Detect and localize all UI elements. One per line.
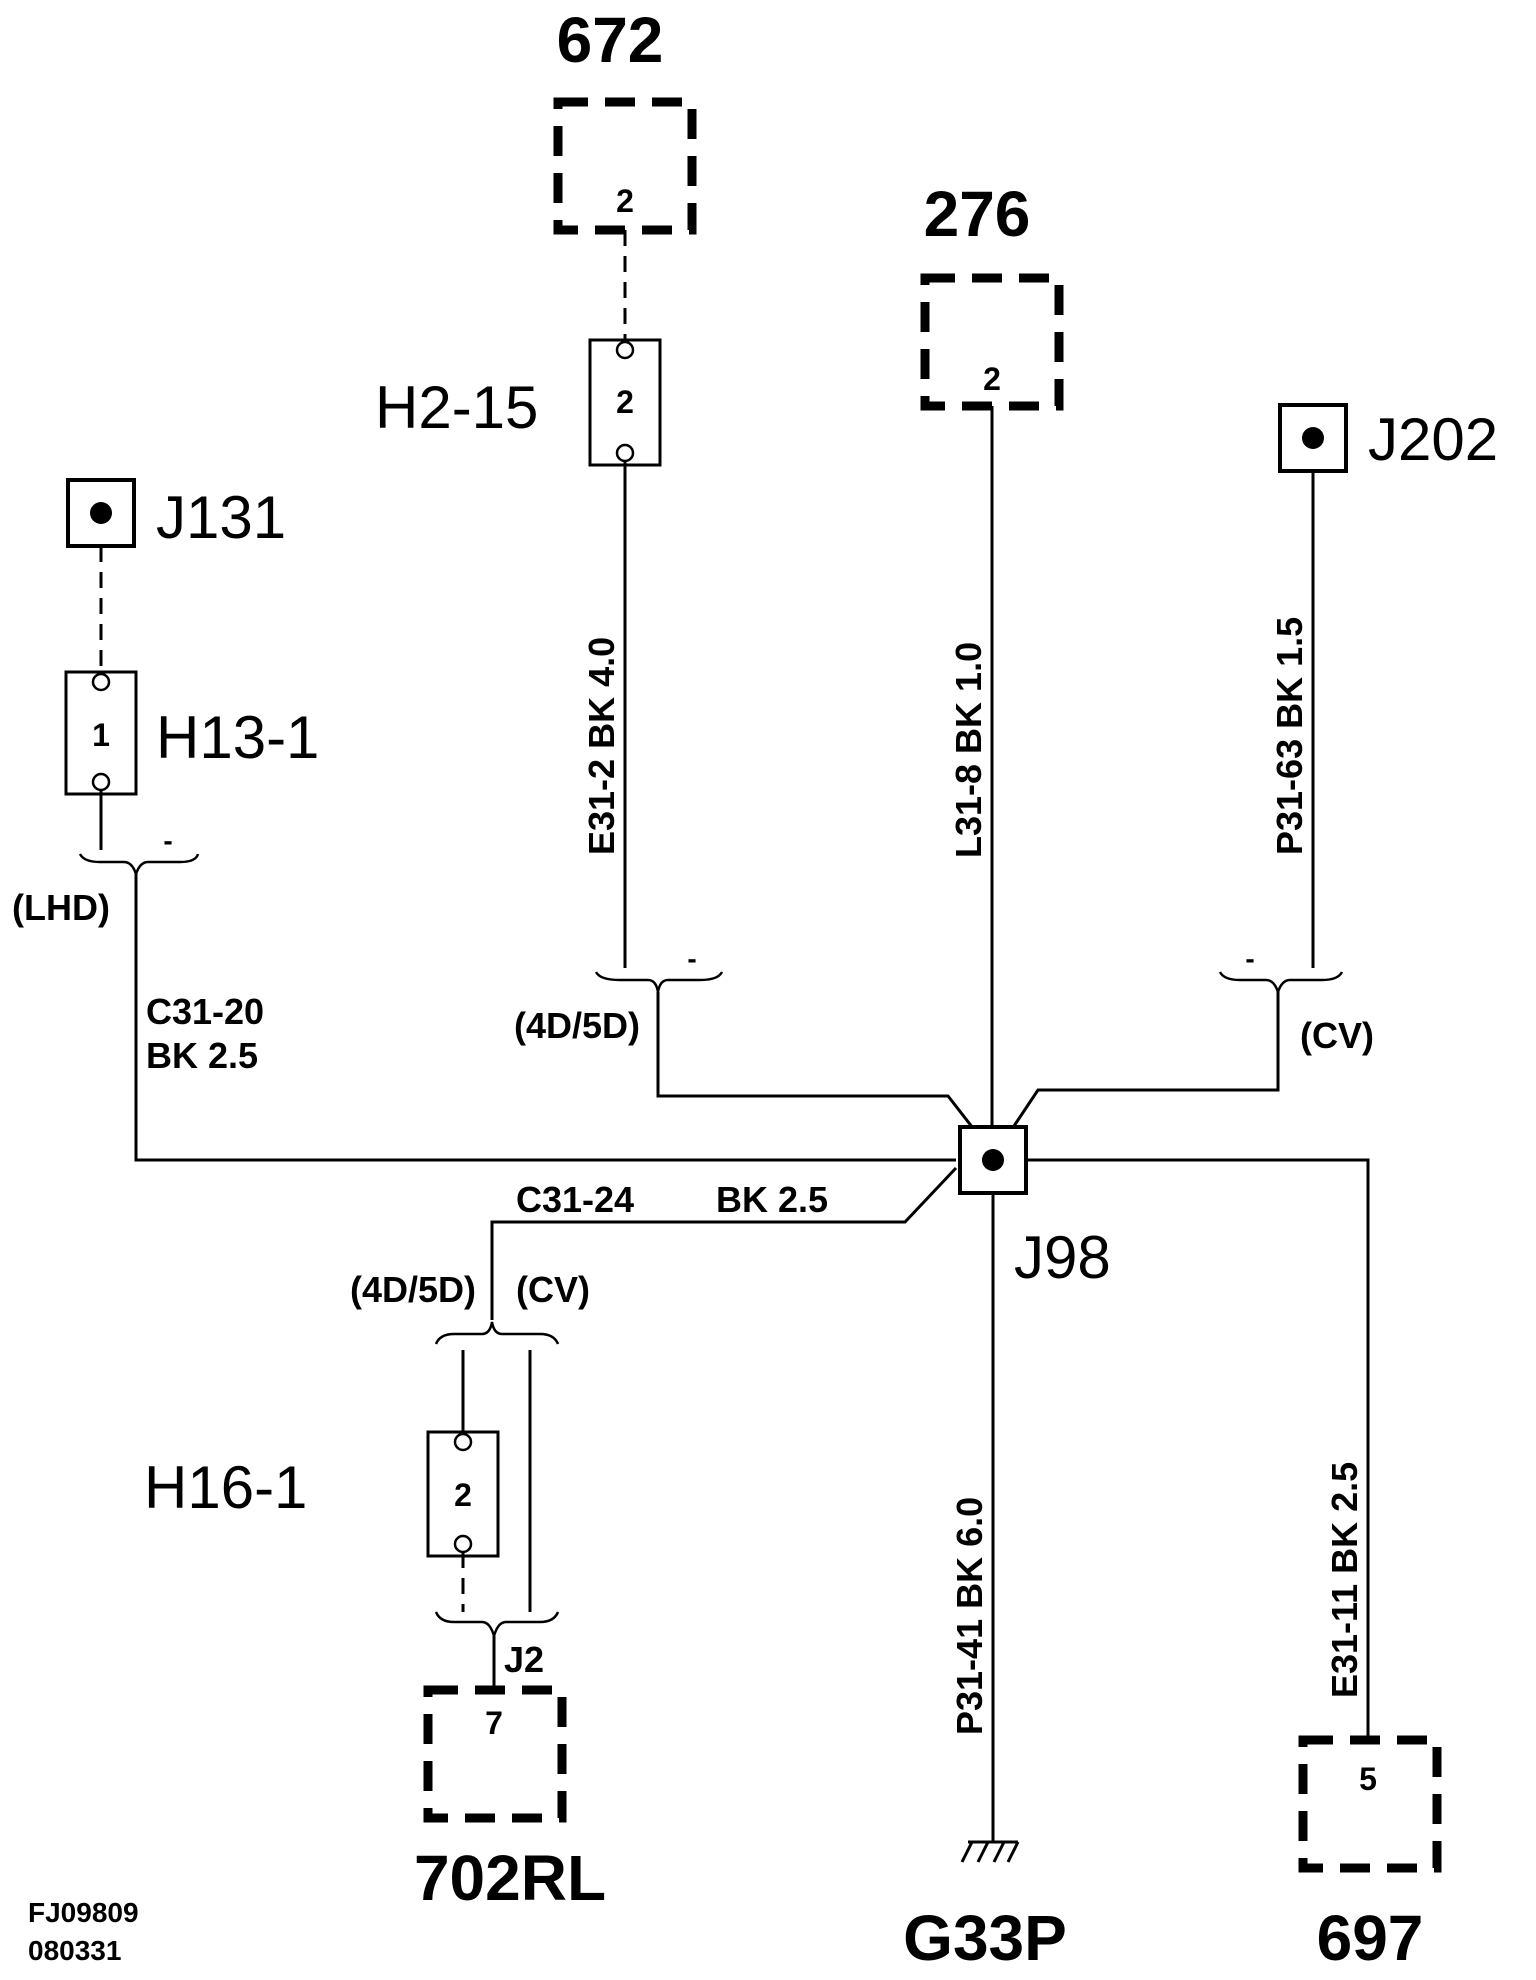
component-702rl-label: 702RL (414, 1842, 606, 1914)
splice-j98-label: J98 (1014, 1224, 1111, 1291)
footer-date: 080331 (28, 1935, 121, 1966)
splice-j202-dot (1302, 427, 1324, 449)
wire-e31-11 (1026, 1158, 1370, 1740)
splice-j98-dot (982, 1149, 1004, 1171)
connector-h2-15-pin: 2 (616, 384, 634, 420)
option-tick-left: - (163, 825, 172, 856)
component-672-pin: 2 (616, 183, 634, 219)
wire-c31-20 (134, 874, 956, 1162)
connector-h16-1-pin-bottom (453, 1534, 473, 1554)
component-702rl: 7 702RL (414, 1685, 606, 1914)
component-276-label: 276 (924, 178, 1031, 250)
component-672-label: 672 (557, 4, 664, 76)
option-cv-bottom-label: (CV) (516, 1269, 590, 1310)
component-702rl-pin: 7 (485, 1705, 503, 1741)
wire-c31-24 (490, 1166, 958, 1320)
wire-p31-63-label: P31-63 BK 1.5 (1269, 617, 1310, 855)
connector-h16-1: H16-1 2 (144, 1430, 500, 1558)
component-672: 672 2 (553, 4, 697, 235)
splice-j202: J202 (1278, 403, 1498, 473)
option-lhd-label: (LHD) (12, 887, 110, 928)
connector-h16-1-pin-top (453, 1432, 473, 1452)
option-4d5d-bottom-label: (4D/5D) (350, 1269, 476, 1310)
ground-tick-3 (992, 1841, 1006, 1863)
connector-h16-1-pin: 2 (454, 1477, 472, 1513)
component-697: 5 697 (1298, 1735, 1442, 1974)
option-tick-top-mid: - (687, 943, 696, 974)
wire-c31-24-spec: BK 2.5 (716, 1179, 828, 1220)
ground-tick-1 (960, 1841, 974, 1863)
component-276: 276 2 (920, 178, 1064, 411)
connector-h13-1: 1 H13-1 (64, 670, 319, 796)
option-brace-cv-top (1218, 971, 1344, 996)
splice-j131-label: J131 (156, 484, 286, 551)
splice-j202-box (1278, 403, 1348, 473)
ground-symbol (960, 1840, 1020, 1863)
component-697-pin: 5 (1359, 1761, 1377, 1797)
component-702rl-box (423, 1685, 567, 1823)
wire-4d5d-to-j98 (656, 992, 992, 1151)
option-cv-top-label: (CV) (1300, 1015, 1374, 1056)
option-brace-j2 (434, 1611, 560, 1641)
connector-h13-1-pin-top (91, 672, 111, 692)
ground-tick-2 (976, 1841, 990, 1863)
connector-h2-15: H2-15 2 (375, 338, 662, 467)
option-4d5d-top-label: (4D/5D) (514, 1005, 640, 1046)
footer-code: FJ09809 (28, 1897, 139, 1928)
wire-e31-11-label: E31-11 BK 2.5 (1324, 1462, 1365, 1698)
component-276-pin: 2 (983, 361, 1001, 397)
wire-p31-41-label: P31-41 BK 6.0 (949, 1497, 990, 1735)
option-brace-bottom (434, 1321, 560, 1345)
component-697-label: 697 (1317, 1902, 1424, 1974)
connector-h13-1-label: H13-1 (156, 704, 319, 771)
wire-cv-to-j98 (996, 992, 1280, 1151)
connector-h13-1-pin: 1 (92, 717, 110, 753)
splice-j131: J131 (66, 478, 286, 551)
ground-tick-4 (1006, 1841, 1020, 1863)
component-697-box (1298, 1735, 1442, 1873)
splice-j202-label: J202 (1368, 406, 1498, 473)
connector-h2-15-housing (588, 338, 662, 467)
option-tick-top-right: - (1245, 943, 1254, 974)
connector-h2-15-label: H2-15 (375, 374, 538, 441)
ground-label: G33P (903, 1902, 1067, 1974)
splice-j131-dot (90, 502, 112, 524)
connector-h2-15-pin-bottom (615, 443, 635, 463)
wire-l31-8-label: L31-8 BK 1.0 (948, 642, 989, 858)
option-brace-lhd (78, 853, 200, 878)
wire-c31-20-spec: BK 2.5 (146, 1035, 258, 1076)
wire-c31-24-label: C31-24 (516, 1179, 634, 1220)
wire-e31-2-label: E31-2 BK 4.0 (581, 637, 622, 855)
connector-h13-1-pin-bottom (91, 772, 111, 792)
option-brace-4d5d-top (594, 971, 724, 993)
splice-j98: J98 (958, 1125, 1111, 1291)
connector-h2-15-pin-top (615, 340, 635, 360)
connector-j2-label: J2 (504, 1639, 544, 1680)
connector-h16-1-label: H16-1 (144, 1454, 307, 1521)
wire-c31-20-label: C31-20 (146, 991, 264, 1032)
